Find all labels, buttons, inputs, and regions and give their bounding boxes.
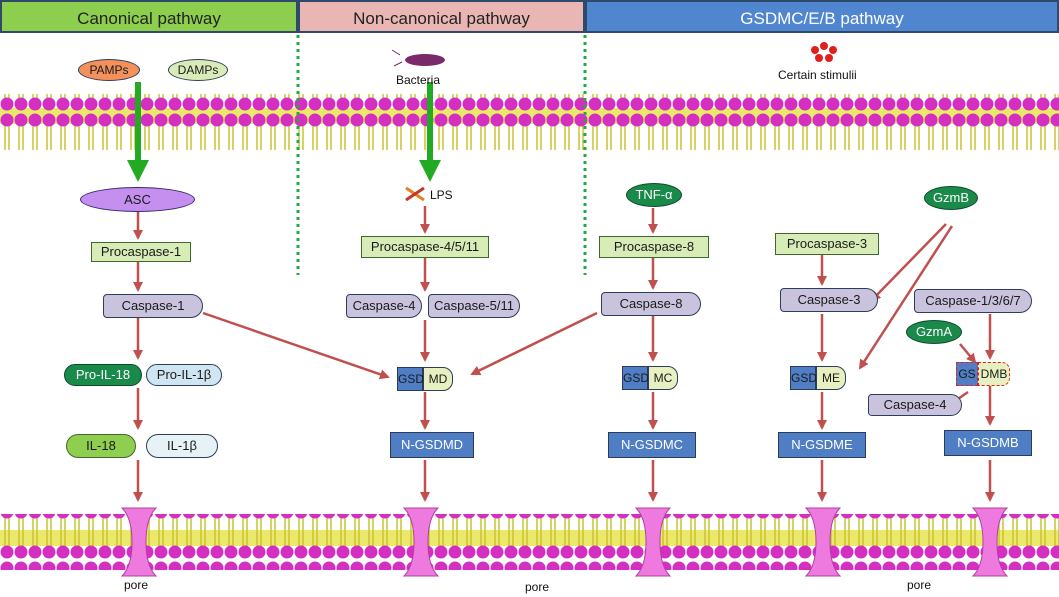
tnf-alpha-node: TNF-α (626, 183, 682, 207)
stimuli-label: Certain stimulii (778, 68, 857, 82)
pamps-node: PAMPs (78, 59, 140, 81)
pro-il18-node: Pro-IL-18 (64, 364, 142, 386)
pro-il1b-node: Pro-IL-1β (146, 364, 222, 386)
pore-2 (402, 507, 440, 577)
stimuli-icon (811, 42, 837, 62)
procaspase8-node: Procaspase-8 (599, 236, 709, 258)
pore-label-2: pore (525, 580, 550, 594)
bottom-membrane (0, 514, 1059, 570)
gsdmc-node: GSD MC (622, 366, 680, 390)
bacteria-icon (391, 49, 445, 67)
gsdmd-left: GSD (397, 367, 424, 391)
il1b-node: IL-1β (146, 434, 218, 458)
gsdme-arrows (817, 223, 954, 502)
caspase4-node: Caspase-4 (346, 294, 422, 318)
procaspase-4-5-11-node: Procaspase-4/5/11 (361, 236, 489, 258)
n-gsdmb-node: N-GSDMB (944, 430, 1032, 456)
pore-label-3: pore (907, 578, 932, 592)
pore-3 (634, 507, 672, 577)
gsdmd-node: GSD MD (397, 367, 455, 391)
gsdmb-left: GS (956, 362, 978, 386)
canonical-arrows (133, 212, 390, 502)
gzma-node: GzmA (906, 320, 962, 344)
gsdmc-right: MC (648, 366, 678, 390)
gsdmd-right: MD (423, 367, 453, 391)
gsdmb-right: DMB (978, 362, 1010, 386)
pore-5 (971, 507, 1009, 577)
pore-1 (120, 507, 158, 577)
caspase3-node: Caspase-3 (780, 288, 878, 312)
n-gsdmc-node: N-GSDMC (608, 432, 696, 458)
caspase-5-11-node: Caspase-5/11 (428, 294, 520, 318)
il18-node: IL-18 (66, 434, 136, 458)
pore-label-1: pore (124, 578, 149, 592)
bacteria-label: Bacteria (396, 73, 441, 87)
gzmb-node: GzmB (924, 186, 978, 210)
pore-4 (804, 507, 842, 577)
gsdmc-arrows (470, 208, 658, 502)
top-membrane (0, 94, 1059, 150)
lps-icon (405, 186, 425, 202)
n-gsdme-node: N-GSDME (778, 432, 866, 458)
gsdme-left: GSD (790, 366, 817, 390)
n-gsdmd-node: N-GSDMD (390, 432, 474, 458)
gsdmb-node: GS DMB (956, 362, 1012, 386)
lps-label: LPS (430, 188, 453, 202)
gsdmc-left: GSD (622, 366, 649, 390)
gsdmb-arrows (946, 314, 995, 502)
gsdme-right: ME (816, 366, 846, 390)
caspase-1-3-6-7-node: Caspase-1/3/6/7 (914, 289, 1032, 313)
caspase4-gsdmb-node: Caspase-4 (868, 394, 962, 416)
gsdm-pathway-header: GSDMC/E/B pathway (585, 0, 1059, 33)
procaspase1-node: Procaspase-1 (91, 242, 191, 262)
canonical-pathway-header: Canonical pathway (0, 0, 298, 33)
asc-node: ASC (80, 187, 195, 212)
gsdme-node: GSD ME (790, 366, 848, 390)
procaspase3-node: Procaspase-3 (775, 233, 879, 255)
caspase1-node: Caspase-1 (103, 294, 203, 318)
damps-node: DAMPs (168, 59, 228, 81)
caspase8-node: Caspase-8 (601, 292, 701, 316)
noncanonical-pathway-header: Non-canonical pathway (298, 0, 585, 33)
